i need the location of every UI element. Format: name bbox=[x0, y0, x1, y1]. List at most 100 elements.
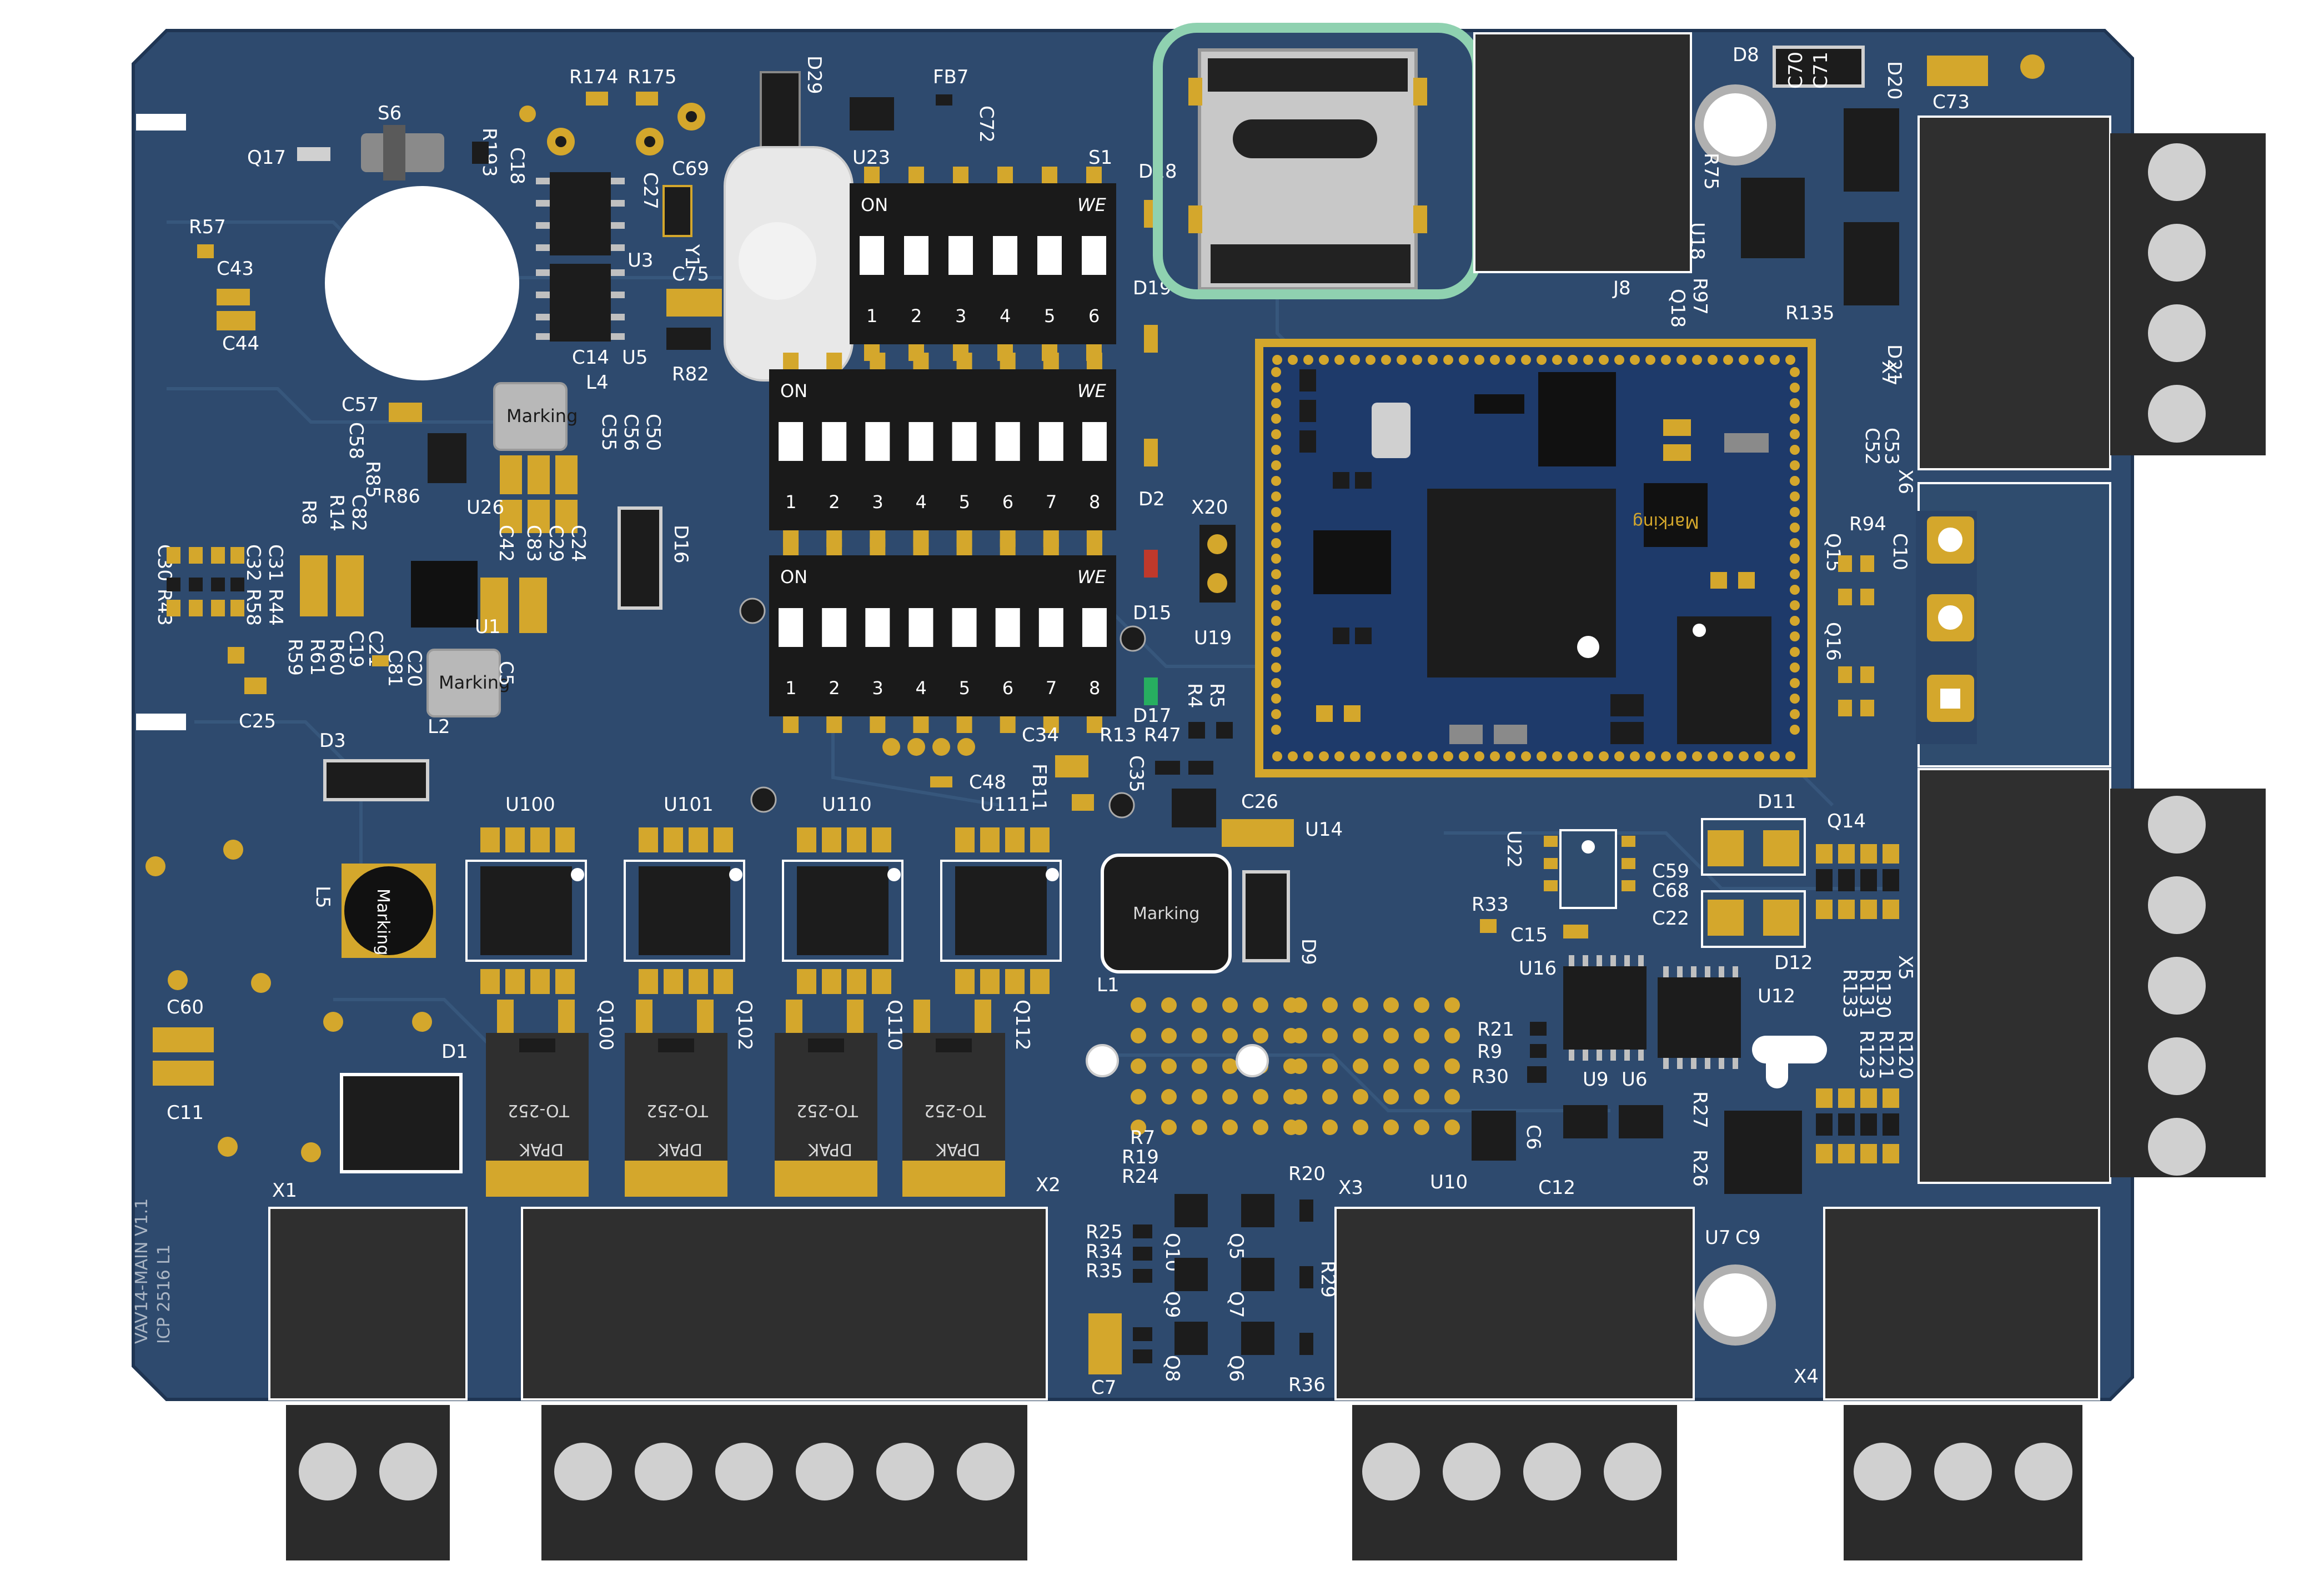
label-c24: C24 bbox=[567, 525, 589, 562]
switch-actuator[interactable] bbox=[908, 422, 933, 461]
switch-actuator[interactable] bbox=[1038, 422, 1063, 461]
switch-number: 6 bbox=[1002, 491, 1013, 513]
connector-x3 bbox=[1334, 1207, 1695, 1401]
switch-actuator[interactable] bbox=[865, 608, 890, 647]
label-c57: C57 bbox=[342, 394, 379, 416]
switch-number: 1 bbox=[785, 677, 796, 699]
label-u18: U18 bbox=[1686, 222, 1708, 260]
label-l5: L5 bbox=[312, 886, 334, 909]
power-ic-u111: U111 bbox=[940, 794, 1062, 994]
label-c60: C60 bbox=[167, 996, 204, 1018]
switch-actuator[interactable] bbox=[995, 422, 1020, 461]
diode-d9 bbox=[1242, 870, 1290, 962]
label-x1: X1 bbox=[272, 1180, 297, 1202]
switch-on-label: ON bbox=[861, 194, 888, 215]
switch-actuator[interactable] bbox=[779, 608, 804, 647]
label-u7: U7 bbox=[1705, 1227, 1731, 1249]
switch-actuator[interactable] bbox=[952, 422, 977, 461]
switch-actuator[interactable] bbox=[1082, 422, 1107, 461]
label-c11: C11 bbox=[167, 1102, 204, 1124]
module-edge-pads bbox=[1271, 355, 1800, 761]
label-l1: L1 bbox=[1097, 974, 1120, 996]
label-u6: U6 bbox=[1622, 1068, 1648, 1091]
switch-actuator[interactable] bbox=[865, 422, 890, 461]
label-r120: R120 bbox=[1894, 1030, 1916, 1080]
label-c69: C69 bbox=[672, 158, 709, 180]
label-r33: R33 bbox=[1472, 894, 1509, 916]
switch-actuator[interactable] bbox=[1082, 608, 1107, 647]
switch-actuator[interactable] bbox=[822, 422, 847, 461]
switch-actuator[interactable] bbox=[993, 236, 1017, 275]
label-u110: U110 bbox=[822, 794, 872, 816]
board-side-label: VAV14-MAIN V1.1 bbox=[132, 1198, 152, 1344]
label-c70: C70 bbox=[1785, 52, 1807, 89]
label-c5: C5 bbox=[495, 661, 517, 686]
label-u101: U101 bbox=[664, 794, 714, 816]
mounting-hole-bottom-right bbox=[1695, 1264, 1776, 1346]
dpak-dpak-text: DPAK bbox=[935, 1140, 980, 1159]
switch-actuator[interactable] bbox=[995, 608, 1020, 647]
inductor-l4 bbox=[493, 382, 568, 451]
label-r94: R94 bbox=[1849, 513, 1886, 535]
switch-actuator[interactable] bbox=[822, 608, 847, 647]
label-q16: Q16 bbox=[1822, 622, 1844, 661]
label-r13: R13 bbox=[1100, 724, 1137, 746]
label-d2: D2 bbox=[1138, 488, 1165, 510]
switch-number: 4 bbox=[915, 491, 926, 513]
switch-actuator[interactable] bbox=[779, 422, 804, 461]
label-q8: Q8 bbox=[1161, 1355, 1183, 1382]
switch-actuator[interactable] bbox=[948, 236, 973, 275]
label-d20: D20 bbox=[1883, 61, 1905, 99]
power-ic-u100: U100 bbox=[465, 794, 587, 994]
label-c10: C10 bbox=[1889, 533, 1911, 570]
label-r24: R24 bbox=[1122, 1166, 1159, 1188]
dpak-dpak-text: DPAK bbox=[519, 1140, 564, 1159]
switch-number: 3 bbox=[872, 491, 883, 513]
switch-number: 2 bbox=[911, 305, 922, 327]
label-q14: Q14 bbox=[1827, 810, 1866, 832]
switch-actuator[interactable] bbox=[860, 236, 884, 275]
l1-marking-text: Marking bbox=[1133, 904, 1199, 924]
label-r8: R8 bbox=[298, 500, 320, 525]
switch-we-label: WE bbox=[1077, 566, 1107, 588]
label-r7: R7 bbox=[1130, 1127, 1155, 1149]
connector-x2 bbox=[521, 1207, 1048, 1401]
label-fb11: FB11 bbox=[1028, 764, 1050, 811]
switch-number: 6 bbox=[1088, 305, 1100, 327]
switch-actuator[interactable] bbox=[904, 236, 928, 275]
label-r135: R135 bbox=[1785, 302, 1835, 324]
switch-actuator[interactable] bbox=[1037, 236, 1062, 275]
label-c22: C22 bbox=[1652, 907, 1689, 930]
label-c53: C53 bbox=[1880, 428, 1903, 465]
connector-x4 bbox=[1823, 1207, 2100, 1401]
switch-actuator[interactable] bbox=[1038, 608, 1063, 647]
switch-actuator[interactable] bbox=[1082, 236, 1106, 275]
label-x6: X6 bbox=[1894, 469, 1916, 494]
label-fb7: FB7 bbox=[933, 66, 969, 88]
switch-number: 4 bbox=[915, 677, 926, 699]
label-x20: X20 bbox=[1191, 496, 1228, 519]
switch-number: 8 bbox=[1089, 677, 1100, 699]
switch-actuator[interactable] bbox=[908, 608, 933, 647]
label-u5: U5 bbox=[622, 347, 648, 369]
module-marking-text: Marking bbox=[1633, 512, 1699, 531]
label-c34: C34 bbox=[1022, 724, 1059, 746]
label-c27: C27 bbox=[639, 172, 661, 209]
label-q100: Q100 bbox=[595, 1000, 617, 1051]
switch-actuator[interactable] bbox=[952, 608, 977, 647]
label-j8: J8 bbox=[1612, 277, 1631, 299]
label-q102: Q102 bbox=[734, 1000, 756, 1051]
label-u14: U14 bbox=[1305, 819, 1343, 841]
label-r123: R123 bbox=[1855, 1030, 1878, 1080]
switch-number: 5 bbox=[959, 677, 970, 699]
label-r61: R61 bbox=[306, 639, 328, 676]
diode-d8 bbox=[1773, 46, 1865, 88]
ic-u1 bbox=[411, 561, 478, 628]
label-r44: R44 bbox=[264, 589, 287, 626]
label-c29: C29 bbox=[545, 525, 567, 562]
label-d29: D29 bbox=[803, 56, 825, 94]
label-c35: C35 bbox=[1125, 755, 1147, 792]
label-r60: R60 bbox=[325, 639, 348, 676]
